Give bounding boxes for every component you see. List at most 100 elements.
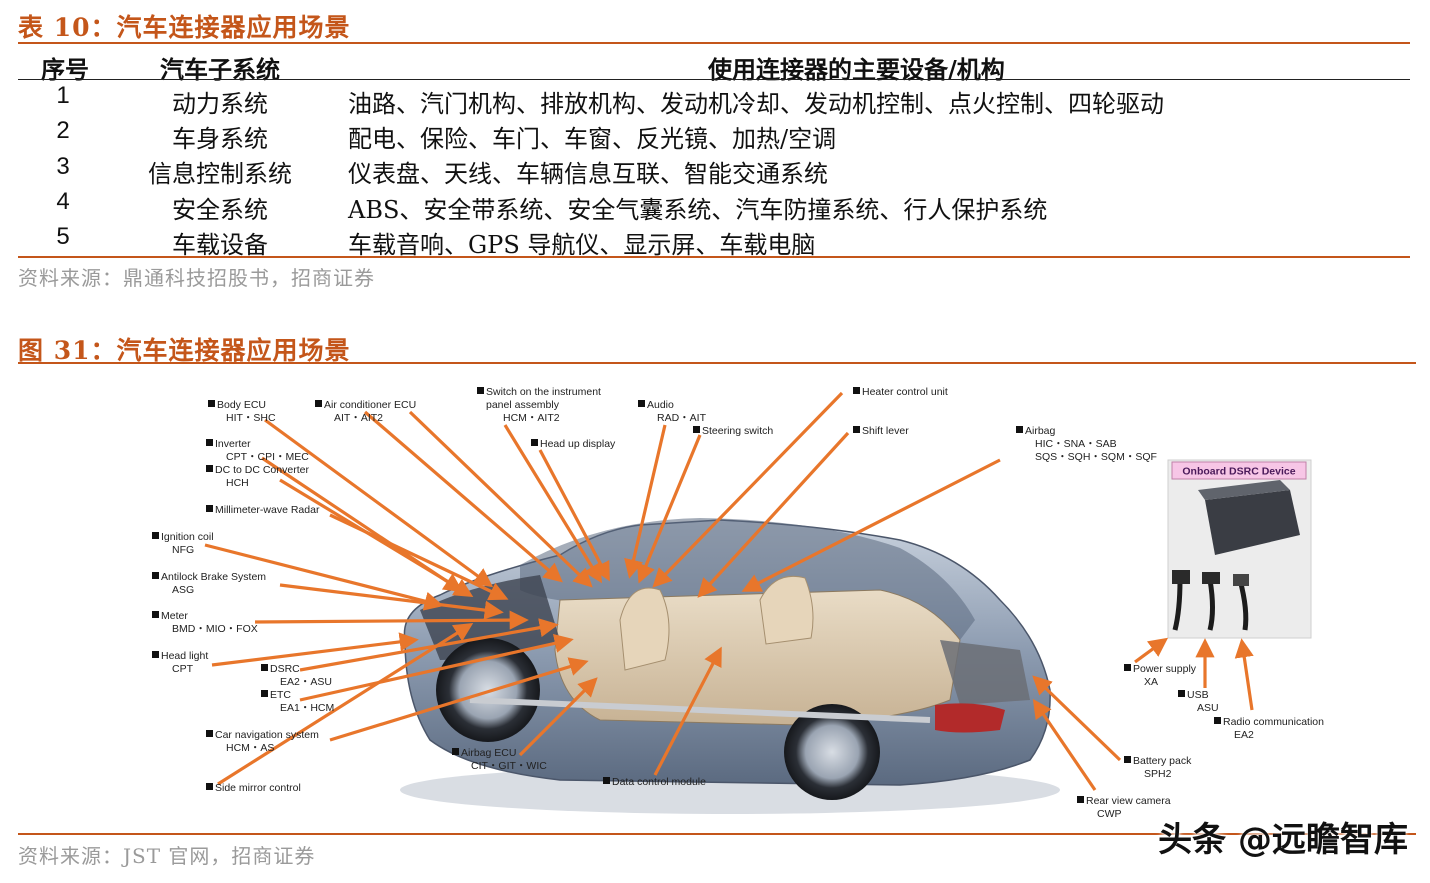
label-line: HCH — [226, 477, 249, 489]
label-line: EA2・ASU — [280, 676, 332, 688]
row-no: 3 — [56, 153, 70, 180]
label-ignition: Ignition coil NFG — [152, 531, 214, 556]
figure-top-rule — [18, 362, 1416, 364]
label-rear-camera: Rear view camera CWP — [1077, 795, 1171, 820]
label-line: CPT・CPI・MEC — [226, 451, 309, 463]
arrow — [299, 633, 574, 702]
label-headlight: Head light CPT — [152, 650, 208, 675]
label-line: Airbag ECU — [461, 747, 516, 759]
label-line: Heater control unit — [862, 386, 948, 398]
label-line: Meter — [161, 610, 188, 622]
label-line: CPT — [172, 663, 194, 675]
arrow — [1234, 638, 1254, 711]
label-line: Shift lever — [862, 425, 909, 437]
bullet — [638, 400, 645, 407]
arrow — [363, 410, 563, 583]
label-switch-panel: Switch on the instrument panel assembly … — [477, 386, 601, 424]
label-line: DC to DC Converter — [215, 464, 309, 476]
row-devices: 仪表盘、天线、车辆信息互联、智能交通系统 — [348, 160, 828, 188]
label-line: Head up display — [540, 438, 616, 450]
label-dc-dc: DC to DC Converter HCH — [206, 464, 309, 489]
dsrc-label: Onboard DSRC Device — [1182, 466, 1295, 478]
row-no: 4 — [56, 188, 70, 215]
label-line: Millimeter-wave Radar — [215, 504, 320, 516]
arrow — [279, 583, 504, 620]
connector-labels: Body ECU HIT・SHC Air conditioner ECU AIT… — [152, 386, 1324, 820]
dsrc-plug-a — [1172, 570, 1190, 584]
arrow — [299, 618, 559, 672]
dsrc-label-box — [1171, 461, 1307, 480]
table-bottom-rule — [18, 256, 1410, 258]
header-rule — [18, 79, 1410, 80]
arrow — [538, 449, 610, 582]
label-line: Air conditioner ECU — [324, 399, 416, 411]
arrow — [518, 677, 598, 757]
row-system: 信息控制系统 — [148, 160, 292, 188]
label-line: Antilock Brake System — [161, 571, 266, 583]
label-airbag-ecu: Airbag ECU CIT・GIT・WIC — [452, 747, 547, 772]
label-line: EA1・HCM — [280, 702, 334, 714]
dsrc-device-panel: Onboard DSRC Device — [1167, 459, 1312, 639]
bullet — [1214, 717, 1221, 724]
label-line: SPH2 — [1144, 768, 1172, 780]
label-line: Car navigation system — [215, 729, 319, 741]
label-line: Rear view camera — [1086, 795, 1171, 807]
chassis-line — [469, 697, 931, 723]
dsrc-box-top — [1198, 480, 1290, 500]
row-devices: 油路、汽门机构、排放机构、发动机冷却、发动机控制、点火控制、四轮驱动 — [348, 90, 1164, 118]
figure-source: 资料来源：JST 官网，招商证券 — [18, 844, 316, 868]
bullet — [206, 465, 213, 472]
label-abs: Antilock Brake System ASG — [152, 571, 266, 596]
arrow — [204, 543, 444, 611]
row-no: 2 — [56, 117, 70, 144]
label-line: XA — [1144, 676, 1158, 688]
arrow — [503, 424, 603, 584]
row-system: 安全系统 — [172, 196, 268, 224]
row-system: 动力系统 — [172, 90, 268, 118]
row-no: 1 — [56, 82, 70, 109]
bullet — [261, 690, 268, 697]
rear-seat — [759, 575, 814, 645]
arrow — [217, 622, 474, 786]
bullet — [152, 532, 159, 539]
arrow — [697, 431, 850, 598]
bullet — [206, 783, 213, 790]
bullet — [1077, 796, 1084, 803]
trunk — [940, 640, 1030, 705]
label-line: Ignition coil — [161, 531, 214, 543]
label-airbag: Airbag HIC・SNA・SAB SQS・SQH・SQM・SQF — [1016, 425, 1157, 463]
label-line: Airbag — [1025, 425, 1056, 437]
label-line: CWP — [1097, 808, 1122, 820]
arrow — [652, 391, 844, 588]
row-system: 车身系统 — [172, 125, 268, 153]
bullet — [261, 664, 268, 671]
label-line: Inverter — [215, 438, 251, 450]
label-line: ASU — [1197, 702, 1219, 714]
row-devices: 配电、保险、车门、车窗、反光镜、加热/空调 — [348, 125, 837, 153]
arrow — [624, 424, 667, 579]
label-power-supply: Power supply XA — [1124, 663, 1197, 688]
figure-bottom-rule — [18, 833, 1416, 835]
label-steering: Steering switch — [693, 425, 773, 437]
label-line: HIT・SHC — [226, 412, 276, 424]
label-line: CIT・GIT・WIC — [471, 760, 547, 772]
bullet — [152, 611, 159, 618]
label-line: Data control module — [612, 776, 706, 788]
label-body-ecu: Body ECU HIT・SHC — [208, 399, 276, 424]
label-audio: Audio RAD・AIT — [638, 399, 707, 424]
bullet — [206, 730, 213, 737]
label-shift: Shift lever — [853, 425, 909, 437]
bullet — [693, 426, 700, 433]
label-inverter: Inverter CPT・CPI・MEC — [206, 438, 309, 463]
label-line: Body ECU — [217, 399, 266, 411]
label-line: panel assembly — [486, 399, 560, 411]
label-line: ASG — [172, 584, 194, 596]
label-line: USB — [1187, 689, 1209, 701]
tail-light — [935, 703, 1005, 733]
bullet — [1124, 756, 1131, 763]
bullet — [853, 426, 860, 433]
label-heater: Heater control unit — [853, 386, 948, 398]
arrow — [264, 418, 494, 588]
row-system: 车载设备 — [172, 231, 268, 259]
label-line: HIC・SNA・SAB — [1035, 438, 1117, 450]
